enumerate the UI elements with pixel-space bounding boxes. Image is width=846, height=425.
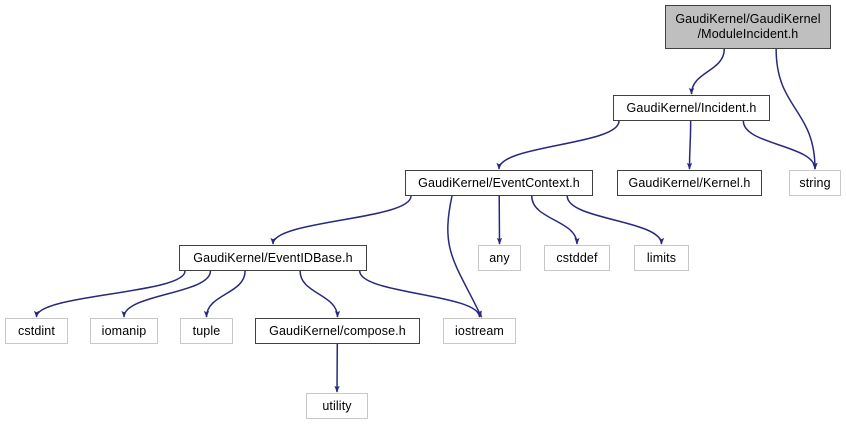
graph-node-iomanip[interactable]: iomanip <box>90 318 158 344</box>
graph-node-any[interactable]: any <box>478 245 521 271</box>
graph-node-tuple[interactable]: tuple <box>180 318 233 344</box>
graph-node-eventcontext[interactable]: GaudiKernel/EventContext.h <box>405 170 593 196</box>
graph-edge-eventidbase-to-cstdint <box>33 270 186 318</box>
graph-node-utility[interactable]: utility <box>306 393 368 419</box>
graph-node-kernel[interactable]: GaudiKernel/Kernel.h <box>617 170 762 196</box>
graph-node-cstddef[interactable]: cstddef <box>544 245 610 271</box>
graph-edge-moduleincident-to-string <box>775 48 818 170</box>
graph-edge-eventcontext-to-eventidbase <box>270 195 412 245</box>
graph-edge-incident-to-eventcontext <box>496 120 620 170</box>
graph-node-eventidbase[interactable]: GaudiKernel/EventIDBase.h <box>179 245 367 271</box>
graph-edge-incident-to-kernel <box>686 120 693 170</box>
graph-node-iostream[interactable]: iostream <box>443 318 516 344</box>
graph-node-string[interactable]: string <box>789 170 841 196</box>
graph-node-incident[interactable]: GaudiKernel/Incident.h <box>613 95 770 121</box>
graph-edge-moduleincident-to-incident <box>688 48 726 95</box>
graph-node-compose[interactable]: GaudiKernel/compose.h <box>255 318 420 344</box>
graph-edge-incident-to-string <box>742 120 818 170</box>
graph-edge-eventcontext-to-limits <box>566 195 665 245</box>
graph-node-moduleincident[interactable]: GaudiKernel/GaudiKernel /ModuleIncident.… <box>665 5 831 49</box>
graph-edge-eventidbase-to-tuple <box>203 270 246 318</box>
graph-edge-eventcontext-to-iostream <box>447 195 483 318</box>
graph-edge-eventidbase-to-iostream <box>358 270 483 318</box>
graph-node-limits[interactable]: limits <box>634 245 689 271</box>
graph-edge-eventcontext-to-cstddef <box>531 195 580 245</box>
graph-edge-eventidbase-to-iomanip <box>121 270 212 318</box>
graph-node-cstdint[interactable]: cstdint <box>5 318 68 344</box>
graph-edge-eventidbase-to-compose <box>299 270 341 318</box>
